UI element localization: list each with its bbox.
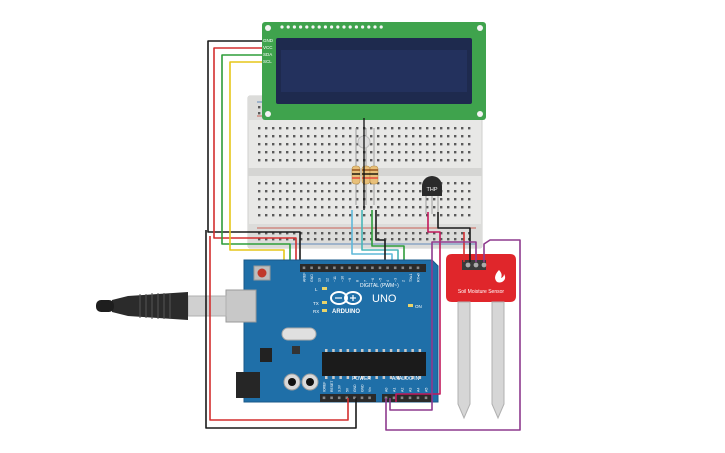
wire-sensor-signal[interactable] (385, 239, 521, 431)
arduino-infinity-logo-icon (330, 291, 362, 305)
wire-purple-a1[interactable] (389, 241, 477, 411)
led-l-label: L (315, 287, 318, 292)
analog-pin-label: A0 (385, 388, 389, 392)
power-pin-label: 3.3V (338, 384, 342, 392)
led-on-label: ON (415, 304, 422, 309)
digital-pin-label: 13 (318, 278, 322, 282)
resistor-3[interactable] (369, 165, 379, 185)
digital-pin-label: 12 (325, 278, 329, 282)
wire-lcd-vcc[interactable] (213, 47, 297, 264)
digital-pin-label: 4 (386, 280, 390, 282)
resistor-2[interactable] (361, 165, 371, 185)
lcd-pin-scl: SCL (263, 59, 272, 64)
arduino-brand: ARDUINO (332, 309, 360, 315)
thermistor[interactable]: THP (422, 176, 442, 214)
power-pin-label: GND (353, 384, 357, 392)
digital-pin-label: AREF (303, 272, 307, 282)
flame-icon (495, 270, 506, 283)
arduino-model: UNO (372, 293, 397, 305)
digital-pin-label: ~10 (341, 276, 345, 282)
analog-pin-label: A4 (417, 388, 421, 392)
analog-pin-labels: A0 A1 A2 A3 A4 A5 (385, 388, 429, 392)
usb-plug-icon[interactable] (96, 292, 227, 320)
analog-pin-label: A3 (409, 388, 413, 392)
wire-green-signal[interactable] (371, 210, 405, 264)
lcd-pin-gnd: GND (263, 38, 274, 43)
wire-lcd-scl[interactable] (229, 61, 285, 264)
digital-pin-label: ~3 (394, 278, 398, 282)
resistor-1[interactable] (351, 165, 361, 185)
lcd-wires (207, 40, 301, 264)
analog-pin-label: A5 (425, 388, 429, 392)
led-tx-label: TX (313, 301, 319, 306)
digital-pin-label: ~11 (333, 276, 337, 282)
digital-header[interactable] (300, 264, 426, 272)
wire-blue-signal[interactable] (351, 210, 393, 264)
power-pin-label: IOREF (323, 382, 327, 392)
analog-pin-label: A1 (393, 388, 397, 392)
power-pin-label: RESET (330, 381, 334, 392)
soil-sensor-label: Soil Moisture Sensor (458, 289, 504, 295)
digital-pin-label: ~6 (371, 278, 375, 282)
digital-pin-label: 2 (401, 280, 405, 282)
led-rx-label: RX (313, 309, 319, 314)
digital-pin-label: RX◂0 (417, 273, 421, 282)
analog-pin-label: A2 (401, 388, 405, 392)
wire-5v-red[interactable] (209, 236, 349, 421)
digital-pin-label: 7 (363, 280, 367, 282)
wire-cyan-signal[interactable] (361, 210, 399, 264)
crystal (281, 327, 317, 341)
lcd-pin-sda: SDA (263, 52, 272, 57)
wire-black-gnd[interactable] (375, 210, 386, 264)
lcd-top-pins (280, 25, 383, 29)
digital-pin-label: ~5 (379, 278, 383, 282)
sensor-probe-left (457, 301, 471, 420)
power-label: POWER (352, 376, 371, 382)
analog-header[interactable] (382, 394, 432, 402)
digital-pin-label: 8 (356, 280, 360, 282)
signal-wires (351, 210, 405, 264)
reset-button-cap[interactable] (257, 268, 267, 278)
chip-pins (325, 349, 422, 379)
wire-lcd-sda[interactable] (221, 54, 291, 264)
wire-gnd-black[interactable] (205, 230, 357, 429)
sensor-probe-right (491, 301, 505, 420)
power-pin-label: 5V (345, 387, 349, 392)
atmega-chip (322, 352, 426, 376)
digital-pin-label: TX▸1 (409, 274, 413, 282)
power-jack (236, 372, 260, 398)
analog-label: ANALOG IN (392, 376, 420, 382)
wire-lcd-gnd[interactable] (207, 40, 301, 264)
bottom-header-pins (322, 396, 428, 400)
digital-label: DIGITAL (PWM~) (360, 283, 399, 289)
sensor-wires (205, 212, 521, 431)
usb-port (225, 289, 257, 323)
digital-header-pins (302, 266, 420, 270)
lcd-pin-vcc: VCC (263, 45, 273, 50)
resistors (351, 118, 379, 210)
soil-moisture-sensor[interactable]: Soil Moisture Sensor (446, 254, 516, 420)
power-pin-label: Vin (368, 387, 372, 392)
digital-pin-label: GND (310, 274, 314, 282)
wire-thermistor-gnd[interactable] (437, 212, 471, 262)
thermistor-label: THP (427, 187, 438, 193)
power-pin-label: GND (361, 384, 365, 392)
wire-thermistor-signal[interactable] (395, 212, 441, 402)
digital-pin-label: ~9 (348, 278, 352, 282)
lcd-module: GND VCC SDA SCL (262, 22, 486, 120)
